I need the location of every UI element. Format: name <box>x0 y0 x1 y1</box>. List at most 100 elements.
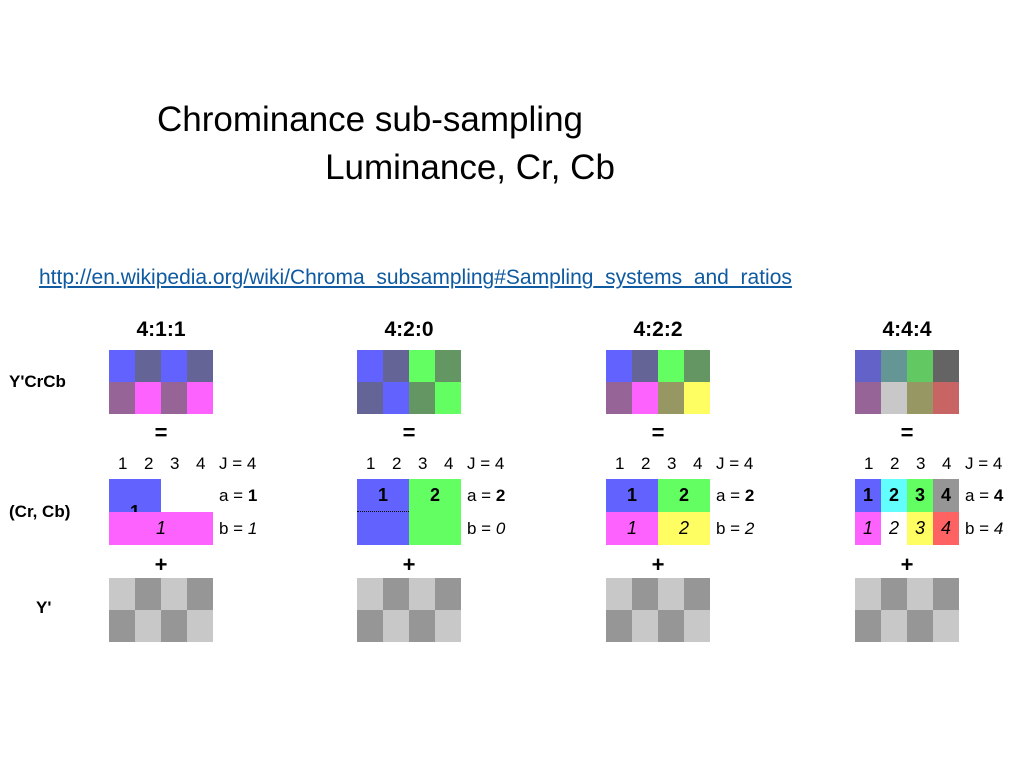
j-number: 2 <box>144 454 154 473</box>
j-number: 2 <box>641 454 651 473</box>
pixel-cell <box>907 350 933 382</box>
ycrcb-grid <box>606 350 710 414</box>
luma-cell <box>632 610 658 642</box>
plus-sign: + <box>154 552 168 577</box>
pixel-cell <box>161 382 187 414</box>
j-number: 4 <box>693 454 703 473</box>
ycrcb-grid <box>357 350 461 414</box>
equals-sign: = <box>651 420 665 445</box>
a-value: a = 2 <box>467 486 506 505</box>
chroma-sample: 2 <box>658 479 710 512</box>
luma-cell <box>435 578 461 610</box>
j-number: 3 <box>916 454 926 473</box>
j-number: 4 <box>196 454 206 473</box>
luma-cell <box>907 578 933 610</box>
luma-cell <box>658 610 684 642</box>
luma-cell <box>933 610 959 642</box>
pixel-cell <box>632 382 658 414</box>
luma-grid <box>109 578 213 642</box>
j-number: 2 <box>890 454 900 473</box>
j-number: 3 <box>170 454 180 473</box>
slide-subtitle: Luminance, Cr, Cb <box>325 148 615 187</box>
luma-cell <box>109 578 135 610</box>
luma-cell <box>855 610 881 642</box>
luma-cell <box>632 578 658 610</box>
ycrcb-grid <box>109 350 213 414</box>
luma-cell <box>606 610 632 642</box>
luma-cell <box>409 578 435 610</box>
j-number: 1 <box>864 454 874 473</box>
luma-cell <box>161 610 187 642</box>
luma-cell <box>357 610 383 642</box>
pixel-cell <box>684 382 710 414</box>
j-label: J = 4 <box>716 454 754 473</box>
pixel-cell <box>855 382 881 414</box>
pixel-cell <box>435 382 461 414</box>
a-value: a = 2 <box>716 486 755 505</box>
luma-cell <box>684 578 710 610</box>
pixel-cell <box>409 382 435 414</box>
plus-sign: + <box>402 552 416 577</box>
pixel-cell <box>855 350 881 382</box>
pixel-cell <box>409 350 435 382</box>
luma-cell <box>881 578 907 610</box>
b-value: b = 2 <box>716 519 755 538</box>
b-value: b = 4 <box>965 519 1004 538</box>
luma-cell <box>109 610 135 642</box>
pixel-cell <box>881 382 907 414</box>
plus-sign: + <box>900 552 914 577</box>
pixel-cell <box>907 382 933 414</box>
pixel-cell <box>933 382 959 414</box>
pixel-cell <box>135 382 161 414</box>
j-number: 1 <box>615 454 625 473</box>
row-label-ycrcb: Y'CrCb <box>9 372 66 391</box>
b-value: b = 0 <box>467 519 506 538</box>
row-label-y: Y' <box>36 598 52 617</box>
pixel-cell <box>383 350 409 382</box>
chroma-sample: 1 <box>606 479 658 512</box>
j-label: J = 4 <box>467 454 505 473</box>
slide-title: Chrominance sub-sampling <box>156 100 584 139</box>
equals-sign: = <box>154 420 168 445</box>
pixel-cell <box>658 382 684 414</box>
j-number: 1 <box>118 454 128 473</box>
luma-grid <box>606 578 710 642</box>
pixel-cell <box>435 350 461 382</box>
chroma-sample: 3 <box>907 512 933 545</box>
b-value: b = 1 <box>219 519 258 538</box>
luma-cell <box>187 578 213 610</box>
pixel-cell <box>187 350 213 382</box>
j-number: 3 <box>418 454 428 473</box>
luma-cell <box>855 578 881 610</box>
pixel-cell <box>881 350 907 382</box>
scheme-title: 4:2:0 <box>384 318 434 341</box>
pixel-cell <box>109 350 135 382</box>
luma-cell <box>435 610 461 642</box>
pixel-cell <box>933 350 959 382</box>
chroma-sample: 1 <box>855 512 881 545</box>
chroma-sample: 4 <box>933 479 959 512</box>
j-label: J = 4 <box>219 454 257 473</box>
j-number: 2 <box>392 454 402 473</box>
pixel-cell <box>632 350 658 382</box>
a-value: a = 1 <box>219 486 258 505</box>
luma-grid <box>357 578 461 642</box>
chroma-sample: 4 <box>933 512 959 545</box>
pixel-cell <box>383 382 409 414</box>
chroma-sample: 2 <box>881 512 907 545</box>
luma-cell <box>684 610 710 642</box>
j-label: J = 4 <box>965 454 1003 473</box>
luma-cell <box>933 578 959 610</box>
luma-cell <box>658 578 684 610</box>
chroma-sample: 1 <box>606 512 658 545</box>
chroma-sample: 2 <box>409 479 461 545</box>
wikipedia-link[interactable]: http://en.wikipedia.org/wiki/Chroma_subs… <box>39 266 792 289</box>
scheme-title: 4:4:4 <box>882 318 932 341</box>
a-value: a = 4 <box>965 486 1004 505</box>
luma-cell <box>383 610 409 642</box>
